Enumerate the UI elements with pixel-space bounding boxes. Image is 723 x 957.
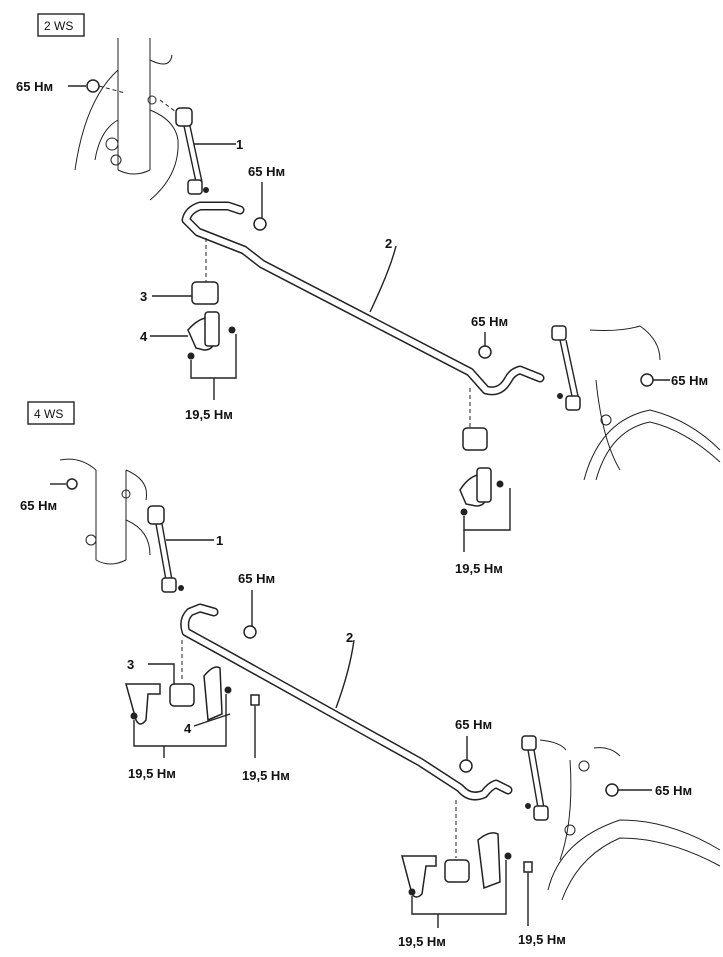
bushing-3: 3 — [140, 238, 219, 305]
torque-label-bar-left: 65 Нм — [248, 164, 285, 179]
section-tag-4ws: 4 WS — [34, 407, 63, 421]
bolt-bar-mount-left: 65 Нм — [248, 164, 285, 231]
torque-label-link-lower-right-4ws: 65 Нм — [655, 783, 692, 798]
torque-label-bracket-right: 19,5 Нм — [455, 561, 503, 576]
right-bushing-bracket: 19,5 Нм — [455, 388, 511, 576]
section-tag-2ws-box — [37, 13, 85, 37]
callout-2-4ws: 2 — [346, 630, 353, 645]
torque-label-bar-right: 65 Нм — [471, 314, 508, 329]
bolt-bar-mount-left-4ws: 65 Нм — [238, 571, 275, 639]
section-tag-4ws-box — [27, 401, 75, 425]
torque-label-bracket-left-a: 19,5 Нм — [128, 766, 176, 781]
torque-label-bar-right-4ws: 65 Нм — [455, 717, 492, 732]
callout-3: 3 — [140, 289, 147, 304]
stabilizer-link-1-4ws: 1 — [147, 505, 223, 593]
callout-1-4ws: 1 — [216, 533, 223, 548]
torque-label-bracket-left-b: 19,5 Нм — [242, 768, 290, 783]
torque-label-bracket-right-a: 19,5 Нм — [398, 934, 446, 949]
callout-4-4ws: 4 — [184, 721, 192, 736]
left-knuckle-4ws: 65 Нм — [20, 458, 151, 565]
callout-2: 2 — [385, 236, 392, 251]
torque-label-link-lower-right: 65 Нм — [671, 373, 708, 388]
torque-label-link-upper: 65 Нм — [16, 79, 53, 94]
callout-3-4ws: 3 — [127, 657, 134, 672]
stabilizer-bar-2: 2 — [181, 201, 545, 396]
bolt-bar-mount-right-4ws: 65 Нм — [455, 717, 492, 773]
stabilizer-bar-2-4ws: 2 — [180, 603, 513, 801]
callout-4: 4 — [140, 329, 148, 344]
bolt-bar-mount-right: 65 Нм — [471, 314, 508, 359]
section-4ws: 4 WS 65 Нм 1 65 Нм — [20, 401, 721, 949]
torque-label-link-upper-4ws: 65 Нм — [20, 498, 57, 513]
right-link-knuckle-4ws: 65 Нм — [521, 735, 721, 901]
section-tag-2ws: 2 WS — [44, 19, 73, 33]
right-bracket-assembly-4ws: 19,5 Нм 19,5 Нм — [398, 800, 566, 949]
right-link-knuckle: 65 Нм — [551, 325, 721, 481]
stabilizer-link-1: 1 — [159, 99, 243, 195]
left-knuckle — [74, 38, 179, 201]
bracket-4: 4 19,5 Нм — [140, 311, 237, 422]
nut-upper-left: 65 Нм — [16, 79, 126, 94]
section-2ws: 2 WS 65 Нм 1 — [16, 13, 721, 576]
torque-label-bracket-right-b: 19,5 Нм — [518, 932, 566, 947]
callout-1: 1 — [236, 137, 243, 152]
left-bracket-assembly-4ws: 3 4 19,5 Нм 19,5 Нм — [125, 640, 290, 783]
torque-label-bar-left-4ws: 65 Нм — [238, 571, 275, 586]
torque-label-bracket-left: 19,5 Нм — [185, 407, 233, 422]
